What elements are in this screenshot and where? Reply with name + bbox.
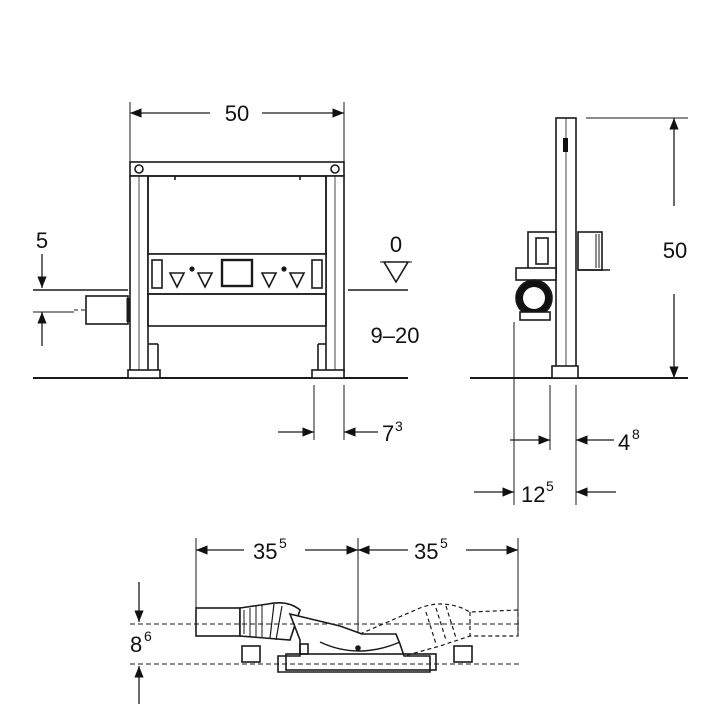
inner-panel	[147, 175, 327, 255]
front-foot-offset: 7	[382, 421, 394, 446]
top-depth-dim-sup: 6	[144, 628, 152, 644]
side-offset-b-sup: 5	[546, 478, 554, 494]
side-front-box	[577, 231, 603, 271]
top-right-dim: 35	[414, 539, 438, 564]
top-foot-right	[453, 645, 473, 663]
top-left-dim: 35	[253, 539, 277, 564]
top-right-dim-sup: 5	[440, 535, 448, 551]
top-depth-dim: 8	[130, 632, 142, 657]
front-left-offset: 5	[36, 228, 48, 253]
top-left-dim-sup: 5	[279, 535, 287, 551]
frame-top-bar	[129, 161, 345, 177]
side-view	[470, 117, 688, 505]
side-offset-a: 4	[618, 430, 630, 455]
drain-outlet	[220, 258, 254, 288]
front-foot-offset-sup: 3	[395, 418, 403, 434]
side-offset-b: 12	[521, 482, 545, 507]
side-height-dim: 50	[663, 238, 687, 263]
foot-right	[311, 369, 345, 379]
front-floor-range: 9–20	[371, 323, 420, 348]
front-view	[33, 102, 412, 440]
pipe-stub	[85, 295, 129, 325]
front-floor-level: 0	[390, 232, 402, 257]
front-width-dim: 50	[225, 101, 249, 126]
foot-left	[127, 369, 161, 379]
top-foot-left	[241, 645, 261, 663]
top-view	[130, 538, 520, 704]
side-offset-a-sup: 8	[632, 426, 640, 442]
top-left-pipe	[195, 607, 241, 637]
side-foot	[551, 365, 579, 379]
lower-plate	[147, 293, 327, 327]
